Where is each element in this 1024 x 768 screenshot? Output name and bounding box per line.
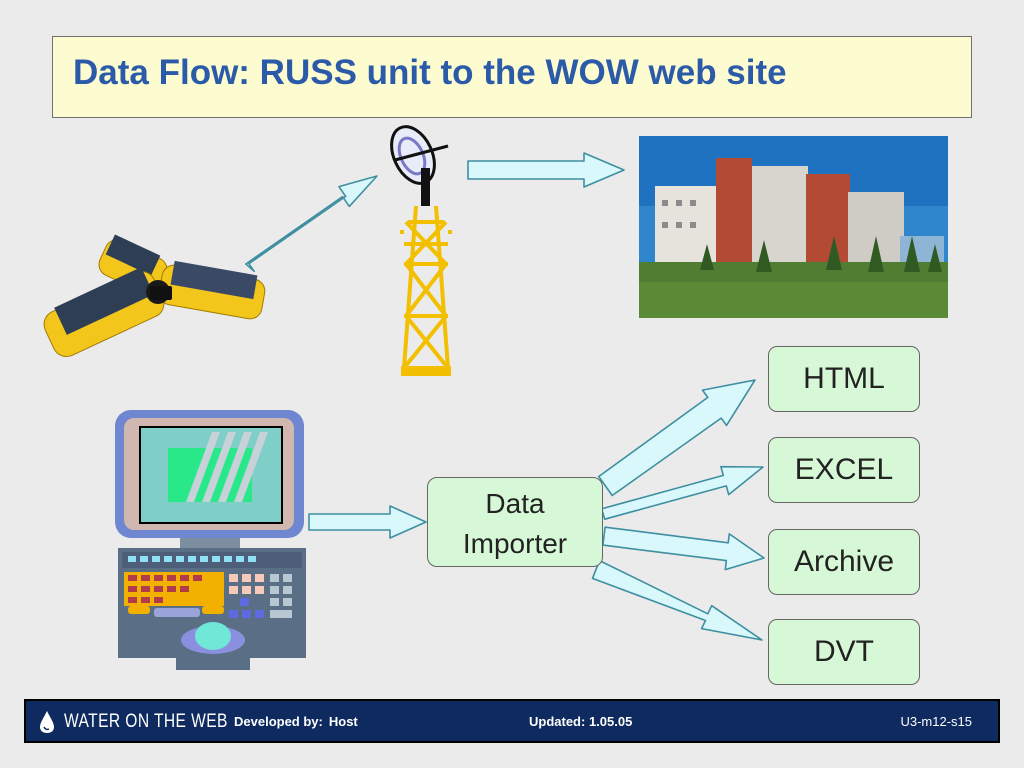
footer-bar: WATER ON THE WEB Developed by: Host Updat… [24,699,1000,743]
importer-label-line1: Data [485,488,545,519]
footer-updated: Updated: 1.05.05 [529,714,633,729]
arrow-to-archive [602,526,765,571]
arrow-computer-to-importer [308,505,427,539]
output-box-archive: Archive [768,529,920,595]
output-box-html: HTML [768,346,920,412]
russ-sonde-icon [43,234,266,358]
footer-slide-code: U3-m12-s15 [900,714,972,729]
computer-icon [115,410,306,670]
importer-label-line2: Importer [462,528,568,559]
arrow-to-excel [600,465,764,521]
slide-title: Data Flow: RUSS unit to the WOW web site [73,53,787,92]
arrow-sonde-to-tower [245,175,378,273]
output-box-dvt: DVT [768,619,920,685]
title-box: Data Flow: RUSS unit to the WOW web site [52,36,972,118]
footer-logo-text: WATER ON THE WEB [64,711,228,732]
footer-developed-value: Host [328,714,358,729]
data-importer-box: Data Importer [427,477,603,567]
antenna-tower-icon [390,125,452,376]
footer-logo: WATER ON THE WEB [36,709,264,735]
footer-developed: Developed by: Host [234,714,358,729]
arrow-tower-to-building [467,152,625,188]
output-box-excel: EXCEL [768,437,920,503]
footer-developed-label: Developed by: [234,714,323,729]
arrow-to-html [597,379,756,497]
water-drop-icon [40,711,54,733]
arrow-to-dvt [591,559,763,641]
building-photo [639,136,948,318]
